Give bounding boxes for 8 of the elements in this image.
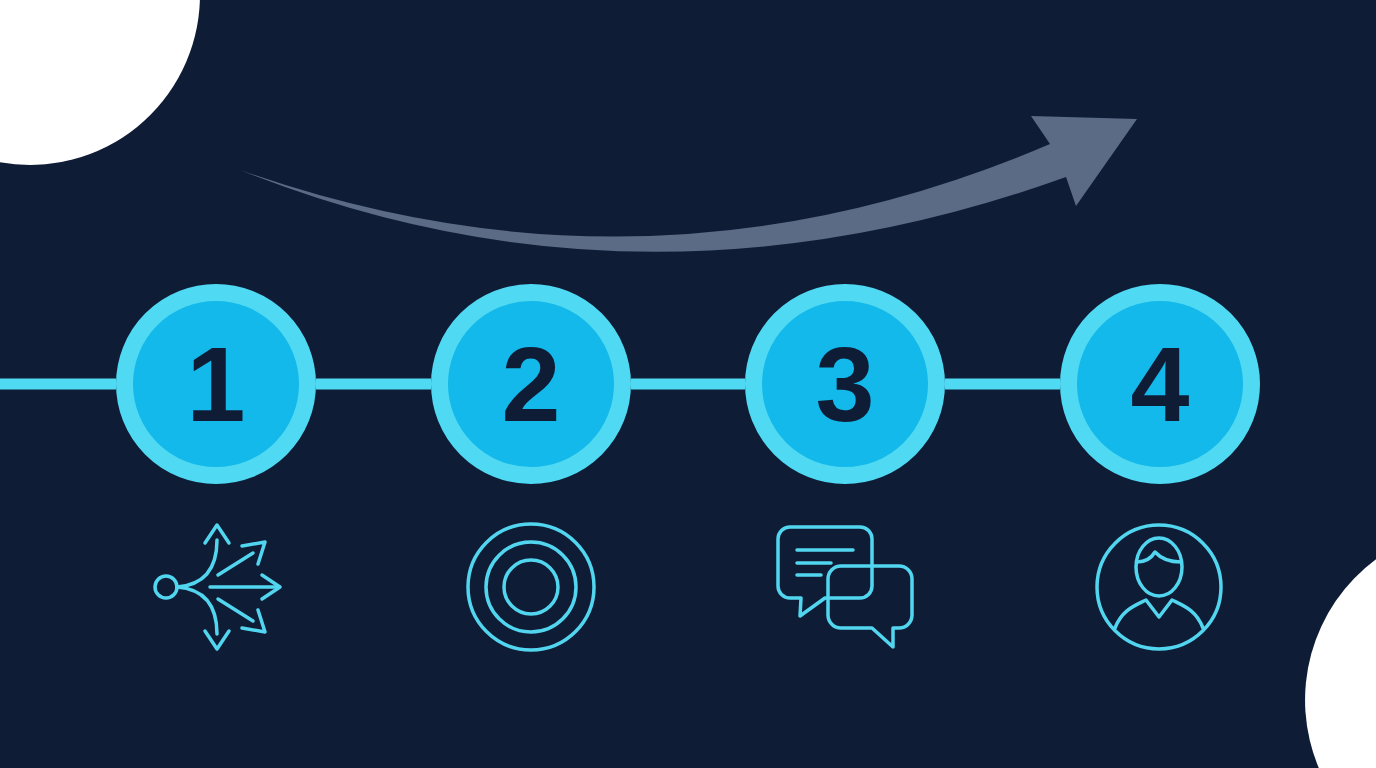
step-number: 3	[815, 331, 875, 437]
step-number: 4	[1130, 331, 1190, 437]
connector-line	[316, 378, 431, 390]
connector-line	[945, 378, 1060, 390]
connector-line	[631, 378, 745, 390]
connector-line	[0, 378, 116, 390]
step-number: 1	[186, 331, 246, 437]
step-number: 2	[501, 331, 561, 437]
